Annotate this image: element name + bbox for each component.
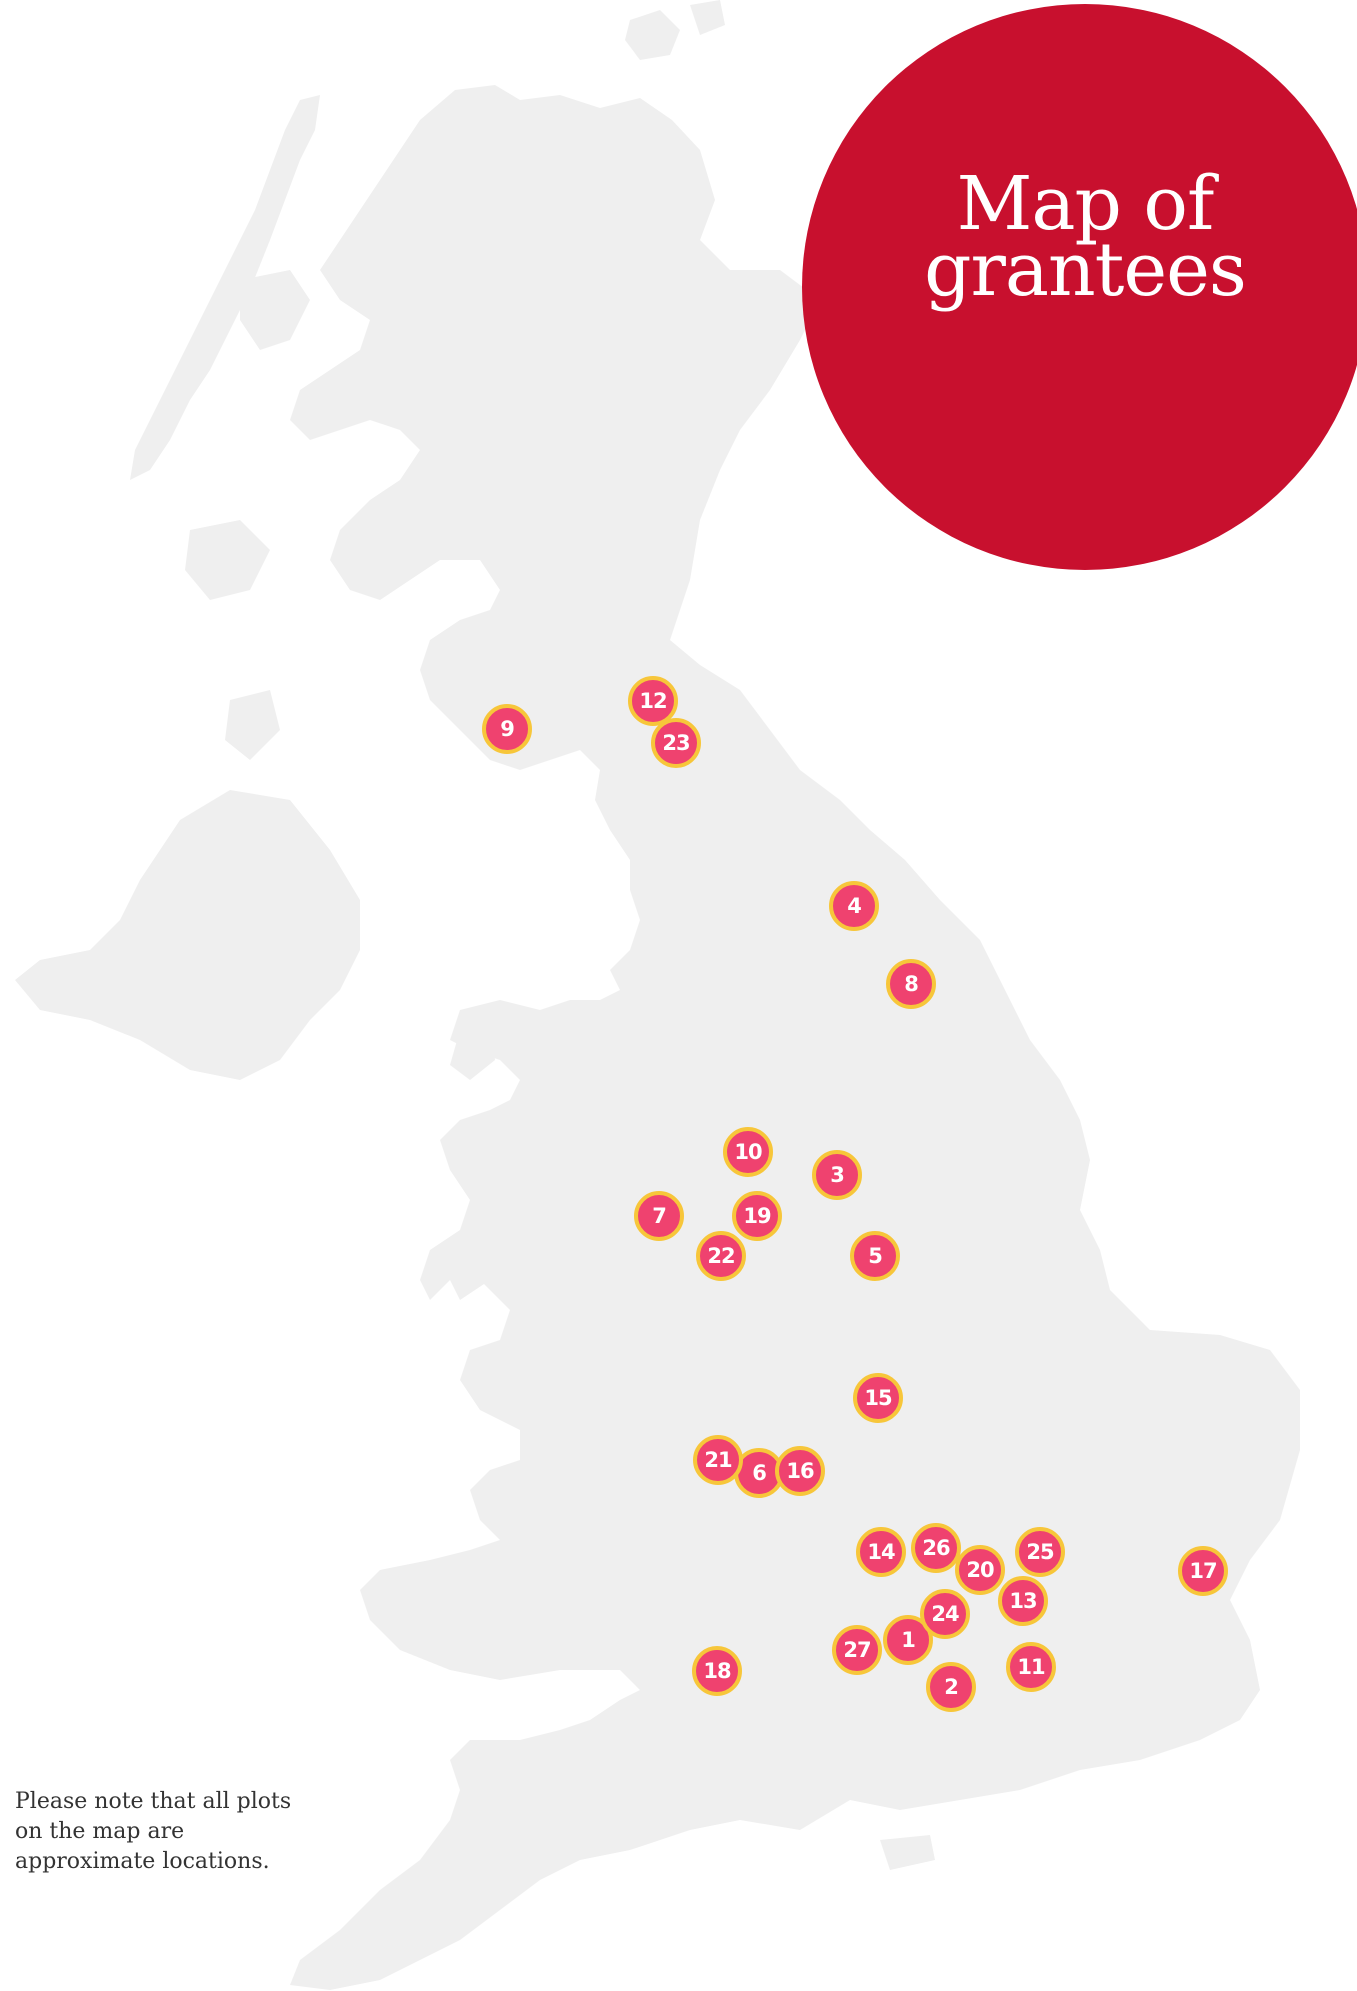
approximate-location-note: Please note that all plots on the map ar… — [15, 1789, 292, 1874]
anglesey — [440, 1250, 490, 1300]
grantee-marker-4[interactable]: 4 — [829, 881, 879, 931]
ireland-landmass — [15, 790, 360, 1080]
page-title: Map of grantees — [905, 161, 1265, 313]
western-isles — [130, 95, 320, 480]
grantee-marker-16[interactable]: 16 — [775, 1446, 825, 1496]
grantee-marker-2[interactable]: 2 — [926, 1662, 976, 1712]
inner-hebrides — [240, 270, 310, 350]
isle-of-wight — [880, 1835, 935, 1870]
grantee-marker-11[interactable]: 11 — [1006, 1642, 1056, 1692]
grantee-marker-23[interactable]: 23 — [651, 718, 701, 768]
title-badge: Map of grantees — [802, 4, 1357, 570]
grantee-marker-20[interactable]: 20 — [955, 1545, 1005, 1595]
great-britain-landmass — [290, 85, 1300, 1990]
northern-islands — [625, 10, 680, 60]
grantee-marker-24[interactable]: 24 — [920, 1589, 970, 1639]
grantee-marker-13[interactable]: 13 — [998, 1576, 1048, 1626]
grantee-marker-10[interactable]: 10 — [723, 1127, 773, 1177]
grantee-marker-8[interactable]: 8 — [886, 959, 936, 1009]
title-line-1: Map of — [956, 161, 1215, 247]
grantee-marker-3[interactable]: 3 — [812, 1150, 862, 1200]
grantee-marker-7[interactable]: 7 — [634, 1191, 684, 1241]
grantee-marker-22[interactable]: 22 — [696, 1231, 746, 1281]
mull-islay — [185, 520, 270, 600]
grantee-marker-15[interactable]: 15 — [853, 1373, 903, 1423]
grantee-marker-19[interactable]: 19 — [732, 1191, 782, 1241]
grantee-marker-17[interactable]: 17 — [1178, 1546, 1228, 1596]
grantee-marker-26[interactable]: 26 — [911, 1523, 961, 1573]
isle-of-man — [450, 1020, 495, 1080]
northern-islands-2 — [690, 0, 725, 35]
grantee-marker-14[interactable]: 14 — [856, 1527, 906, 1577]
islay — [225, 690, 280, 760]
grantee-marker-27[interactable]: 27 — [832, 1625, 882, 1675]
grantee-marker-18[interactable]: 18 — [692, 1646, 742, 1696]
grantee-marker-25[interactable]: 25 — [1015, 1527, 1065, 1577]
grantee-marker-21[interactable]: 21 — [693, 1435, 743, 1485]
grantee-marker-9[interactable]: 9 — [482, 704, 532, 754]
grantee-marker-12[interactable]: 12 — [628, 676, 678, 726]
title-line-2: grantees — [924, 227, 1247, 313]
grantee-marker-5[interactable]: 5 — [850, 1231, 900, 1281]
